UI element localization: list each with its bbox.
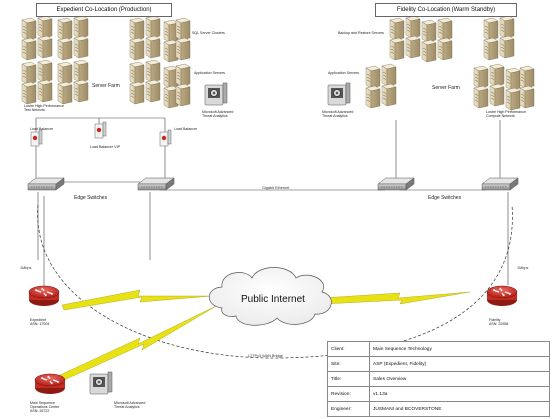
right-mata-label: Microsoft Advanced Threat Analytics bbox=[322, 110, 354, 119]
wan-bridge-arc bbox=[37, 204, 513, 359]
sql-clusters-label: SQL Server Clusters bbox=[192, 31, 225, 35]
info-row-title: Title: Sales Overview bbox=[327, 371, 550, 387]
left-cluster-label: Lustre High Performance Test Network bbox=[24, 104, 64, 113]
left-bandwidth-label: 1Mbps bbox=[20, 266, 32, 270]
info-key: Site: bbox=[327, 356, 370, 372]
info-table: Client: Main Sequence Technology Site: A… bbox=[327, 341, 550, 417]
internet-links bbox=[59, 289, 471, 381]
noc-router bbox=[34, 373, 66, 395]
load-balancer-vip-label: Load Balancer VIP bbox=[90, 145, 120, 149]
right-edge-switch-b bbox=[481, 177, 519, 191]
noc-mata-appliance bbox=[89, 371, 113, 395]
load-balancer-vip bbox=[94, 121, 107, 139]
left-edge-switches-label: Edge Switches bbox=[74, 195, 108, 201]
left-server-farm-label: Server Farm bbox=[92, 83, 120, 89]
right-backup-servers bbox=[389, 15, 515, 63]
left-site-links bbox=[35, 117, 385, 290]
info-key: Title: bbox=[327, 371, 370, 387]
right-app-servers-label: Application Servers bbox=[328, 71, 359, 75]
left-mata-label: Microsoft Advanced Threat Analytics bbox=[202, 110, 234, 119]
left-edge-switch-b bbox=[137, 177, 175, 191]
info-key: Engineer: bbox=[327, 401, 370, 417]
left-sql-server-cluster bbox=[21, 15, 191, 63]
right-site-title: Fidelity Co-Location (Warm Standby) bbox=[375, 3, 517, 17]
left-edge-switch-a bbox=[27, 177, 65, 191]
info-value: JUSMANI and BCOVERSTONE bbox=[369, 401, 550, 417]
info-value: Main Sequence Technology bbox=[369, 341, 550, 357]
expedient-router-label: Expedient ASN: 17004 bbox=[30, 318, 50, 327]
fidelity-router-label: Fidelity ASN: 22958 bbox=[489, 318, 509, 327]
left-mata-appliance bbox=[204, 82, 228, 106]
info-key: Client: bbox=[327, 341, 370, 357]
right-server-farm-label: Server Farm bbox=[432, 85, 460, 91]
info-value: v1.13a bbox=[369, 386, 550, 402]
public-internet-cloud bbox=[208, 267, 332, 326]
load-balancer-right-label: Load Balancer bbox=[174, 127, 198, 131]
expedient-router bbox=[28, 285, 60, 307]
wan-bridge-label: L2TPv3 WAN Bridge bbox=[248, 354, 283, 358]
info-value: Sales Overview bbox=[369, 371, 550, 387]
info-row-client: Client: Main Sequence Technology bbox=[327, 341, 550, 357]
left-site-title: Expedient Co-Location (Production) bbox=[36, 3, 172, 17]
left-load-balancer-a bbox=[30, 129, 43, 147]
right-bandwidth-label: 1Mbps bbox=[517, 266, 529, 270]
info-row-engineer: Engineer: JUSMANI and BCOVERSTONE bbox=[327, 401, 550, 417]
gigabit-label: Gigabit Ethernet bbox=[262, 186, 290, 190]
info-key: Revision: bbox=[327, 386, 370, 402]
fidelity-router bbox=[486, 285, 518, 307]
info-row-site: Site: ASP (Expedient, Fidelity) bbox=[327, 356, 550, 372]
left-load-balancer-b bbox=[159, 129, 172, 147]
public-internet-label: Public Internet bbox=[241, 294, 305, 305]
info-row-revision: Revision: v1.13a bbox=[327, 386, 550, 402]
right-cluster-label: Lustre High Performance Compute Network bbox=[486, 110, 526, 119]
right-mata-appliance bbox=[327, 82, 351, 106]
backup-servers-label: Backup and Restore Servers bbox=[338, 31, 384, 35]
noc-router-label: Main Sequence Operations Center ASN: 267… bbox=[30, 401, 60, 414]
right-edge-switch-a bbox=[377, 177, 415, 191]
right-edge-switches-label: Edge Switches bbox=[428, 195, 462, 201]
right-site-links bbox=[395, 120, 509, 285]
info-value: ASP (Expedient, Fidelity) bbox=[369, 356, 550, 372]
noc-mata-label: Microsoft Advanced Threat Analytics bbox=[114, 401, 146, 410]
load-balancer-left-label: Load Balancer bbox=[30, 127, 54, 131]
left-app-servers-label: Application Servers bbox=[194, 71, 225, 75]
